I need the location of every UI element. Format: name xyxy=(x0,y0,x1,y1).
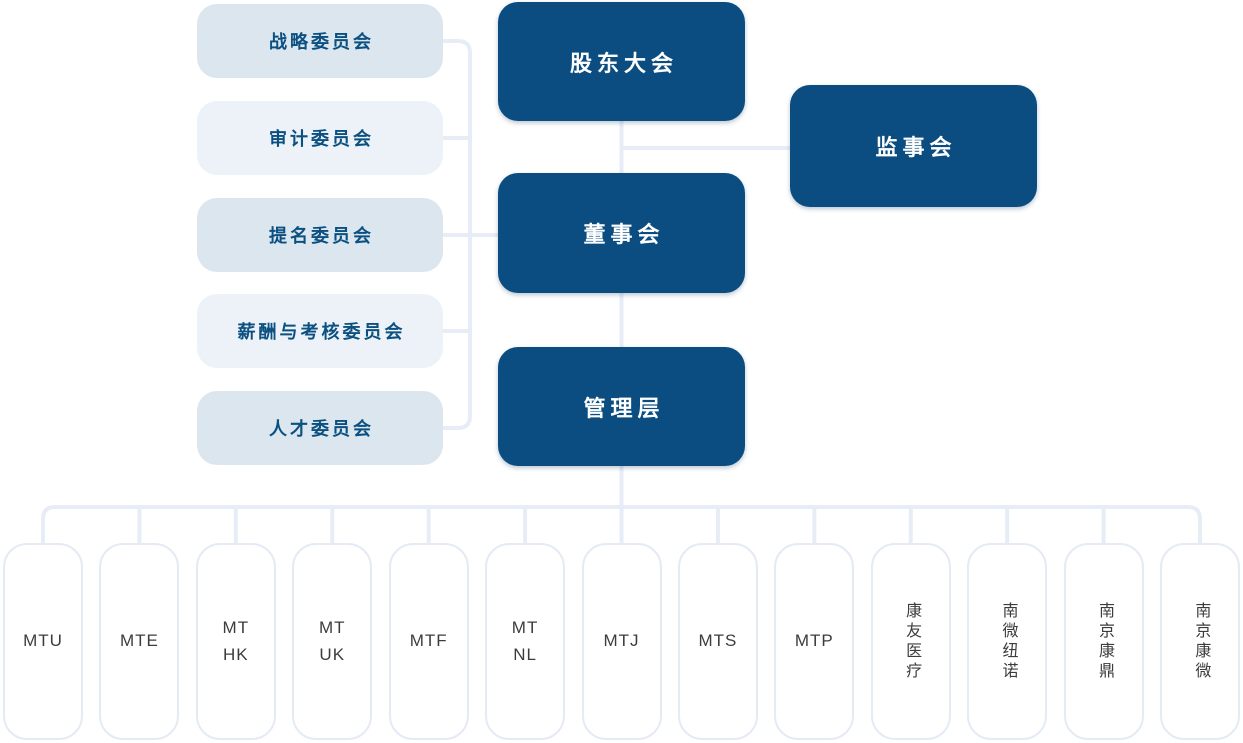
subsidiary-label: MT NL xyxy=(511,618,539,664)
subsidiary-label: MTU xyxy=(23,631,63,651)
node-shareholders-meeting: 股东大会 xyxy=(498,2,745,121)
subsidiary-box: MTF xyxy=(388,543,469,740)
committee-label: 审计委员会 xyxy=(269,129,374,149)
node-management: 管理层 xyxy=(498,347,745,466)
subsidiary-label: 南微纽诺 xyxy=(999,601,1017,682)
subsidiary-label: MT UK xyxy=(318,618,346,664)
committee-box: 薪酬与考核委员会 xyxy=(197,294,443,368)
subsidiary-box: MTU xyxy=(3,543,83,740)
node-shareholders-meeting-label: 股东大会 xyxy=(569,50,678,76)
subsidiary-label: MTE xyxy=(119,631,159,651)
subsidiary-label: 康友医疗 xyxy=(903,601,921,682)
committee-box: 审计委员会 xyxy=(197,101,443,175)
subsidiary-box: 康友医疗 xyxy=(870,543,951,740)
subsidiary-label: 南京康鼎 xyxy=(1095,601,1113,682)
subsidiary-label: MTP xyxy=(794,631,834,651)
committee-box: 战略委员会 xyxy=(197,4,443,78)
subsidiary-label: 南京康微 xyxy=(1192,601,1210,682)
subsidiary-label: MTF xyxy=(409,631,448,651)
node-supervisory-board-label: 监事会 xyxy=(875,135,957,160)
subsidiary-label: MT HK xyxy=(222,618,250,664)
subsidiary-box: MTP xyxy=(774,543,855,740)
committee-label: 战略委员会 xyxy=(269,32,374,52)
node-board-of-directors-label: 董事会 xyxy=(583,222,665,247)
subsidiary-box: 南微纽诺 xyxy=(967,543,1048,740)
subsidiary-label: MTS xyxy=(698,631,738,651)
committee-box: 提名委员会 xyxy=(197,198,443,272)
node-supervisory-board: 监事会 xyxy=(790,85,1037,207)
node-board-of-directors: 董事会 xyxy=(498,173,745,293)
subsidiary-box: 南京康微 xyxy=(1160,543,1240,740)
subsidiary-box: 南京康鼎 xyxy=(1063,543,1144,740)
subsidiary-box: MTE xyxy=(99,543,180,740)
connector-line xyxy=(41,505,1202,543)
committee-label: 提名委员会 xyxy=(269,226,374,246)
committee-box: 人才委员会 xyxy=(197,391,443,465)
subsidiary-box: MTS xyxy=(677,543,758,740)
subsidiary-box: MTJ xyxy=(581,543,662,740)
subsidiary-box: MT HK xyxy=(195,543,276,740)
committee-label: 薪酬与考核委员会 xyxy=(237,322,406,342)
subsidiary-label: MTJ xyxy=(603,631,640,651)
node-management-label: 管理层 xyxy=(583,395,665,421)
subsidiary-box: MT UK xyxy=(292,543,373,740)
subsidiary-box: MT NL xyxy=(485,543,566,740)
committee-label: 人才委员会 xyxy=(269,419,374,439)
